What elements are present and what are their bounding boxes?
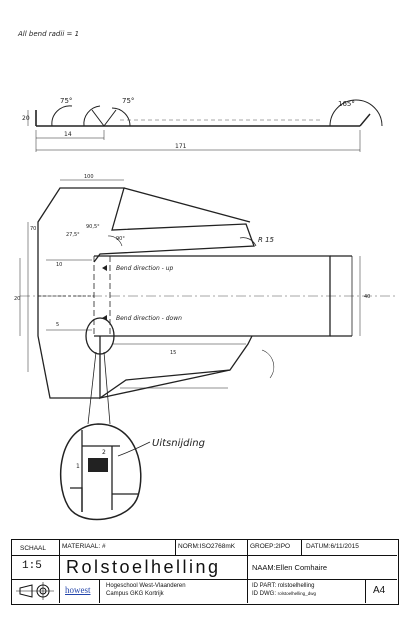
school-line-1: Hogeschool West-Vlaanderen bbox=[106, 583, 186, 589]
scale-value: 1:5 bbox=[22, 560, 42, 572]
detail-leader bbox=[117, 441, 151, 457]
date-label: DATUM: bbox=[306, 543, 331, 550]
flat-dim-small-b: 5 bbox=[56, 322, 59, 328]
flat-dim-angle-b: 90,5° bbox=[86, 224, 100, 230]
top-dim-total: 171 bbox=[175, 143, 187, 150]
scale-value-cell: 1:5 bbox=[12, 556, 60, 580]
detail-dim-a: 2 bbox=[102, 449, 106, 456]
detail-dim-b: 1 bbox=[76, 463, 80, 470]
name-cell: NAAM:Ellen Comhaire bbox=[248, 556, 397, 580]
material-cell: MATERIAAL: # bbox=[60, 540, 176, 556]
logo-cell: howest bbox=[60, 580, 100, 603]
title-block: SCHAAL MATERIAAL: # NORM:ISO2768mK GROEP… bbox=[11, 539, 399, 605]
title-cell: Rolstoelhelling bbox=[60, 556, 248, 580]
flat-dim-small-a: 10 bbox=[56, 262, 62, 268]
top-view bbox=[27, 99, 383, 152]
bend-down-label: Bend direction - down bbox=[116, 315, 182, 322]
group-label: GROEP: bbox=[250, 543, 276, 550]
top-dim-angle-left: 75° bbox=[60, 97, 72, 105]
corner-note: All bend radii = 1 bbox=[17, 30, 79, 38]
top-dim-height: 20 bbox=[22, 115, 30, 122]
group-value: 2IPO bbox=[275, 543, 291, 550]
projection-symbol-icon bbox=[16, 582, 54, 600]
top-dim-segment: 14 bbox=[64, 131, 72, 138]
dwg-value: rolstoelhelling_dwg bbox=[277, 591, 316, 596]
drawing-title: Rolstoelhelling bbox=[66, 557, 221, 577]
flat-arrows bbox=[102, 265, 107, 321]
scale-label: SCHAAL bbox=[20, 545, 47, 552]
scale-label-cell: SCHAAL bbox=[12, 540, 60, 556]
format-cell: A4 bbox=[366, 580, 397, 603]
date-value: 6/11/2015 bbox=[330, 543, 359, 550]
norm-label: NORM: bbox=[178, 543, 200, 550]
projection-cell bbox=[12, 580, 60, 603]
sheet-format: A4 bbox=[373, 585, 386, 596]
date-cell: DATUM:6/11/2015 bbox=[302, 540, 397, 556]
top-dim-angle-mid: 75° bbox=[122, 97, 134, 105]
flat-dim-top: 100 bbox=[84, 174, 94, 180]
flat-dim-small-c: 15 bbox=[170, 350, 176, 356]
detail-label: Uitsnijding bbox=[152, 438, 205, 449]
dwg-id-line: ID DWG: rolstoelhelling_dwg bbox=[252, 591, 365, 597]
howest-logo-link[interactable]: howest bbox=[65, 585, 91, 595]
flat-dim-height: 20 bbox=[14, 296, 20, 302]
group-cell: GROEP:2IPO bbox=[248, 540, 302, 556]
flat-dim-left: 70 bbox=[30, 226, 36, 232]
technical-drawing: All bend radii = 1 20 75° 75° 165° 14 bbox=[14, 30, 395, 521]
flat-dim-angle-a: 27,5° bbox=[66, 232, 80, 238]
part-id-line: ID PART: rolstoelhelling bbox=[252, 583, 365, 589]
part-label: ID PART: bbox=[252, 583, 277, 589]
name-label: NAAM: bbox=[252, 563, 276, 572]
detail-cutout-fill bbox=[88, 458, 108, 472]
dwg-label: ID DWG: bbox=[252, 591, 276, 597]
detail-view bbox=[59, 351, 142, 521]
flat-radius-label: R 15 bbox=[258, 236, 275, 244]
top-dim-angle-right: 165° bbox=[338, 100, 355, 108]
material-value: # bbox=[101, 543, 106, 550]
ids-cell: ID PART: rolstoelhelling ID DWG: rolstoe… bbox=[248, 580, 366, 603]
part-value: rolstoelhelling bbox=[277, 583, 315, 589]
flat-dim-right: 40 bbox=[364, 294, 370, 300]
flat-dim-angle-c: 90° bbox=[116, 236, 125, 242]
bend-up-label: Bend direction - up bbox=[116, 265, 174, 272]
name-value: Ellen Comhaire bbox=[275, 563, 328, 572]
school-line-2: Campus GKG Kortrijk bbox=[106, 591, 164, 597]
school-cell: Hogeschool West-Vlaanderen Campus GKG Ko… bbox=[100, 580, 248, 603]
flat-pattern bbox=[19, 179, 395, 400]
material-label: MATERIAAL: bbox=[62, 543, 101, 550]
norm-value: ISO2768mK bbox=[199, 543, 236, 550]
norm-cell: NORM:ISO2768mK bbox=[176, 540, 248, 556]
